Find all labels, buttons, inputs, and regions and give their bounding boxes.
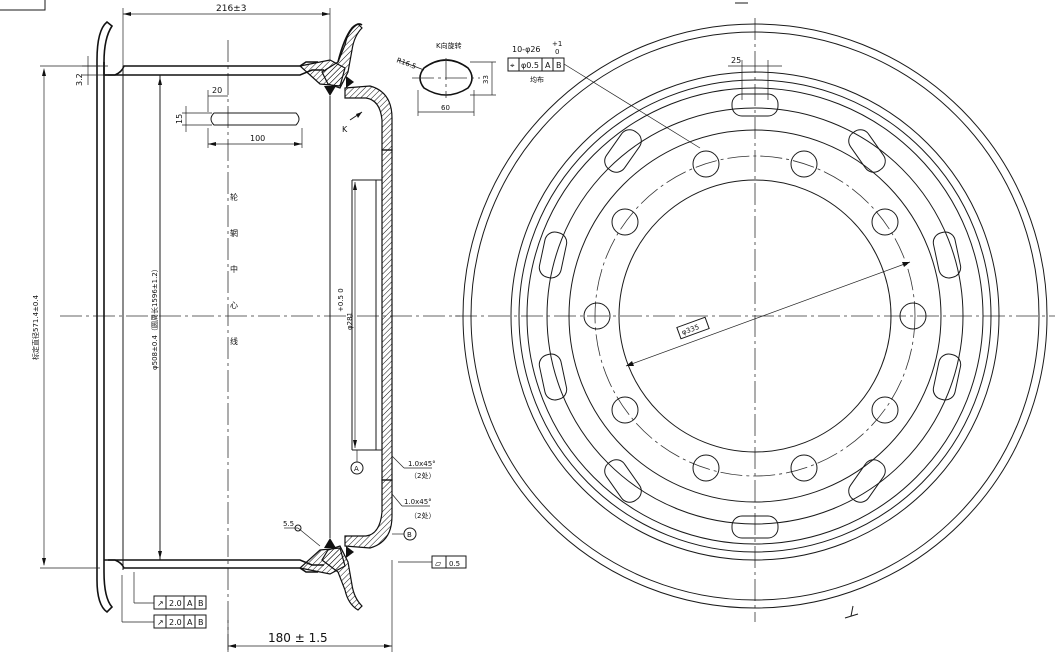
bolt-holes (583, 150, 927, 482)
center-text-3: 心 (230, 301, 238, 310)
dim-flange-thk: 3.2 (75, 73, 84, 86)
center-text-2: 中 (230, 264, 238, 274)
runout-1-symbol: ↗ (157, 599, 164, 608)
center-text-0: 轮 (230, 192, 238, 202)
vent-slots (538, 93, 962, 539)
section-view: 216±3 3.2 20 15 100 标定直径571.4±0.4 (31, 4, 467, 652)
hole-tol-top: +1 (552, 40, 562, 48)
dim-bore-dia: φ281 (346, 312, 354, 330)
weld-size: 5.5 (283, 520, 294, 528)
runout-2-symbol: ↗ (157, 618, 164, 627)
hole-datum-a: A (545, 61, 551, 70)
runout-2-value: 2.0 (169, 618, 182, 627)
runout-2-datum-a: A (187, 618, 193, 627)
chamfer-2: 1.0x45° (404, 498, 432, 506)
sheet-border (0, 0, 748, 11)
flatness-value: 0.5 (449, 560, 460, 568)
runout-2-datum-b: B (198, 618, 204, 627)
datum-a: A (354, 465, 359, 473)
dim-slot-length: 100 (250, 134, 265, 143)
dim-lug-width: 25 (731, 56, 741, 65)
position-symbol: ⌖ (510, 61, 515, 70)
flatness-symbol: ▱ (435, 559, 442, 568)
view-k-label: K (342, 125, 348, 134)
chamfer-2-note: （2处） (410, 511, 435, 520)
hole-callout: 10-φ26 +1 0 ⌖ φ0.5 A B 均布 (507, 40, 701, 149)
chamfer-1-note: （2处） (410, 471, 435, 480)
dim-bore-tol: +0.5 0 (337, 288, 345, 312)
dim-slot-width: 15 (175, 114, 184, 124)
runout-1-datum-b: B (198, 599, 204, 608)
k-height: 33 (482, 75, 490, 84)
dim-slot-offset: 20 (212, 86, 222, 95)
center-text-1: 辋 (230, 228, 238, 238)
hole-position-tol: φ0.5 (521, 61, 539, 70)
dim-bead-dia: φ508±0.4（圆周长1596±1.2） (150, 265, 159, 370)
hole-tol-bot: 0 (555, 48, 559, 56)
center-text-4: 线 (230, 336, 238, 346)
front-view: φ335 25 (455, 18, 1055, 622)
k-view-title: K向旋转 (436, 41, 462, 50)
valve-slot (210, 112, 300, 126)
chamfer-1: 1.0x45° (408, 460, 436, 468)
runout-frame-2: ↗ 2.0 A B (121, 575, 207, 629)
runout-1-datum-a: A (187, 599, 193, 608)
hole-datum-b: B (556, 61, 562, 70)
dim-flange-dia: 标定直径571.4±0.4 (31, 294, 40, 360)
hole-size: 10-φ26 (512, 45, 541, 54)
k-width: 60 (441, 104, 450, 112)
dim-offset: 180 ± 1.5 (268, 631, 328, 645)
runout-1-value: 2.0 (169, 599, 182, 608)
datum-b: B (407, 531, 412, 539)
hole-note: 均布 (530, 75, 544, 84)
runout-frame-1: ↗ 2.0 A B (133, 572, 207, 610)
k-radius: R16.5 (395, 56, 417, 71)
dim-width-top: 216±3 (216, 4, 246, 14)
k-view-detail: K向旋转 R16.5 33 60 (395, 41, 496, 116)
